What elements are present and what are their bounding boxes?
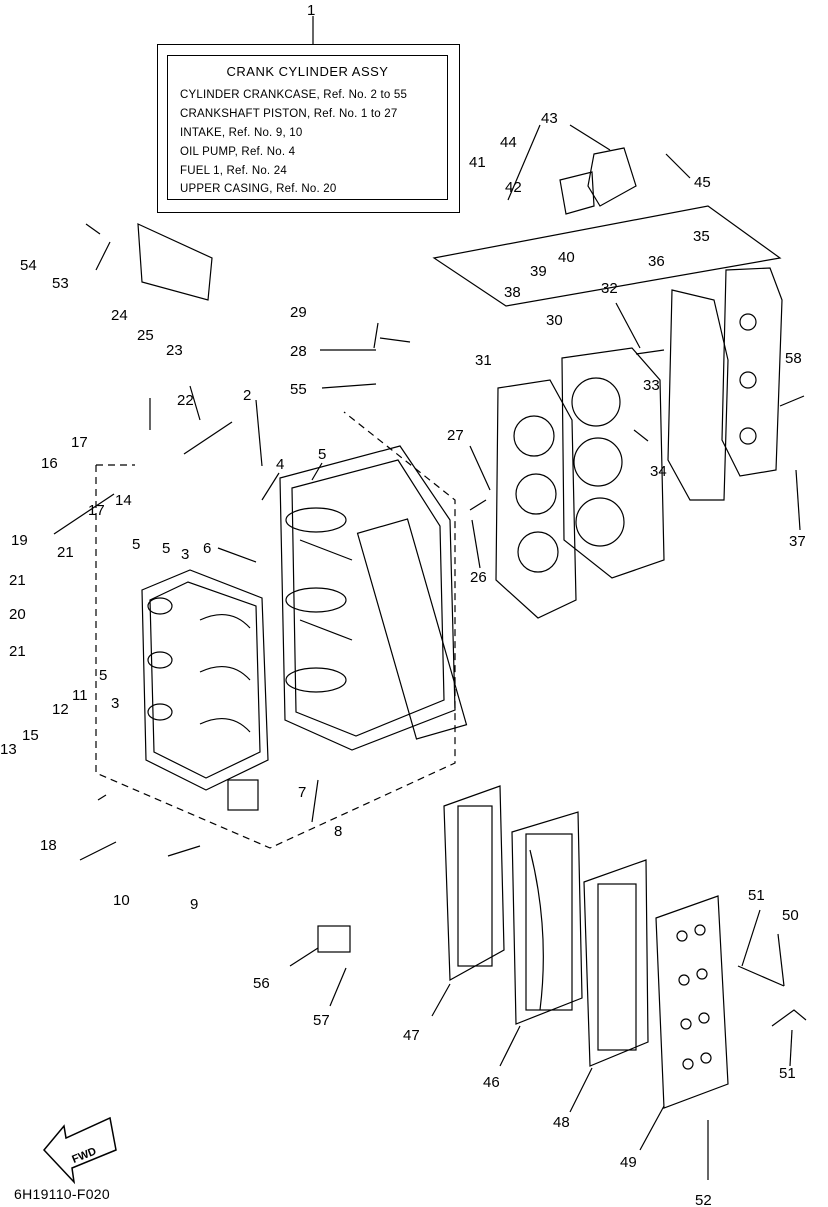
cylinder-head: [561, 347, 665, 579]
callout-number: 7: [298, 784, 306, 801]
head-gasket: [495, 379, 577, 619]
pump-cover: [587, 147, 637, 207]
callout-number: 52: [695, 1192, 712, 1207]
legend-line: CRANKSHAFT PISTON, Ref. No. 1 to 27: [180, 108, 398, 120]
callout-number: 56: [253, 975, 270, 992]
callout-number: 11: [72, 687, 88, 704]
callout-number: 13: [0, 741, 17, 758]
cover-group-frame: [432, 205, 782, 307]
callout-number: 43: [541, 110, 558, 127]
callout-number: 32: [601, 280, 618, 297]
callout-number: 21: [9, 643, 26, 660]
callout-number: 5: [132, 536, 140, 553]
callout-number: 21: [9, 572, 26, 589]
callout-number: 20: [9, 606, 26, 623]
cover-gasket: [667, 289, 729, 501]
callout-number: 6: [203, 540, 211, 557]
legend-box: CRANK CYLINDER ASSY CYLINDER CRANKCASE, …: [157, 44, 460, 213]
callout-number: 22: [177, 392, 194, 409]
legend-line: CYLINDER CRANKCASE, Ref. No. 2 to 55: [180, 89, 408, 101]
callout-number: 17: [71, 434, 88, 451]
callout-number: 4: [276, 456, 284, 473]
mount-bracket: [137, 223, 213, 301]
callout-number: 46: [483, 1074, 500, 1091]
callout-number: 24: [111, 307, 128, 324]
callout-numbers: 1 2 3 3 4 5 5 5 5 6 7 8 9 10 11 12 13 14…: [0, 2, 806, 1207]
callout-number: 37: [789, 533, 806, 550]
callout-number: 48: [553, 1114, 570, 1131]
callout-number: 33: [643, 377, 660, 394]
legend-line: UPPER CASING, Ref. No. 20: [180, 183, 337, 195]
callout-number: 29: [290, 304, 307, 321]
callout-number: 19: [11, 532, 28, 549]
callout-number: 58: [785, 350, 802, 367]
callout-number: 51: [748, 887, 765, 904]
exhaust-outer-cover: [655, 895, 729, 1109]
callout-number: 34: [650, 463, 667, 480]
callout-number: 53: [52, 275, 69, 292]
callout-number: 14: [115, 492, 132, 509]
head-cover: [721, 267, 783, 477]
crankcase-half: [141, 569, 269, 811]
callout-number: 21: [57, 544, 74, 561]
callout-number: 9: [190, 896, 198, 913]
callout-number: 54: [20, 257, 37, 274]
exhaust-gasket-outer: [583, 859, 649, 1067]
legend-line: OIL PUMP, Ref. No. 4: [180, 146, 296, 158]
callout-number: 5: [99, 667, 107, 684]
legend-line: FUEL 1, Ref. No. 24: [180, 165, 287, 177]
callout-number: 2: [243, 387, 251, 404]
callout-number: 17: [88, 502, 105, 519]
exhaust-inner-cover: [511, 811, 583, 1025]
callout-number: 8: [334, 823, 342, 840]
assembly-dashed-outline: [95, 411, 456, 849]
callout-number: 41: [469, 154, 486, 171]
diagram-code: 6H19110-F020: [14, 1186, 110, 1202]
callout-number: 27: [447, 427, 464, 444]
callout-number: 15: [22, 727, 39, 744]
pump-gasket: [559, 171, 595, 215]
callout-number: 44: [500, 134, 517, 151]
callout-number: 16: [41, 455, 58, 472]
callout-number: 35: [693, 228, 710, 245]
legend-title: CRANK CYLINDER ASSY: [226, 64, 389, 79]
callout-number: 1: [307, 2, 315, 19]
callout-number: 3: [181, 546, 189, 563]
callout-number: 5: [162, 540, 170, 557]
legend-line: INTAKE, Ref. No. 9, 10: [180, 127, 303, 139]
callout-number: 3: [111, 695, 119, 712]
callout-number: 5: [318, 446, 326, 463]
callout-number: 42: [505, 179, 522, 196]
callout-number: 55: [290, 381, 307, 398]
callout-number: 12: [52, 701, 69, 718]
fwd-arrow-icon: FWD: [42, 1116, 117, 1185]
callout-number: 10: [113, 892, 130, 909]
callout-number: 28: [290, 343, 307, 360]
diagram-linework: [53, 16, 807, 1180]
hose-bend: [771, 1009, 807, 1027]
callout-number: 51: [779, 1065, 796, 1082]
exhaust-gasket: [443, 785, 505, 982]
callout-number: 47: [403, 1027, 420, 1044]
callout-number: 50: [782, 907, 799, 924]
callout-number: 36: [648, 253, 665, 270]
callout-number: 23: [166, 342, 183, 359]
callout-number: 49: [620, 1154, 637, 1171]
cylinder-block: [279, 445, 468, 751]
callout-number: 31: [475, 352, 492, 369]
callout-number: 18: [40, 837, 57, 854]
callout-number: 45: [694, 174, 711, 191]
callout-number: 39: [530, 263, 547, 280]
callout-number: 25: [137, 327, 154, 344]
bracket-56: [317, 925, 351, 953]
callout-number: 57: [313, 1012, 330, 1029]
callout-number: 38: [504, 284, 521, 301]
callout-number: 40: [558, 249, 575, 266]
legend-inner-frame: CRANK CYLINDER ASSY CYLINDER CRANKCASE, …: [167, 55, 448, 200]
callout-number: 26: [470, 569, 487, 586]
callout-number: 30: [546, 312, 563, 329]
